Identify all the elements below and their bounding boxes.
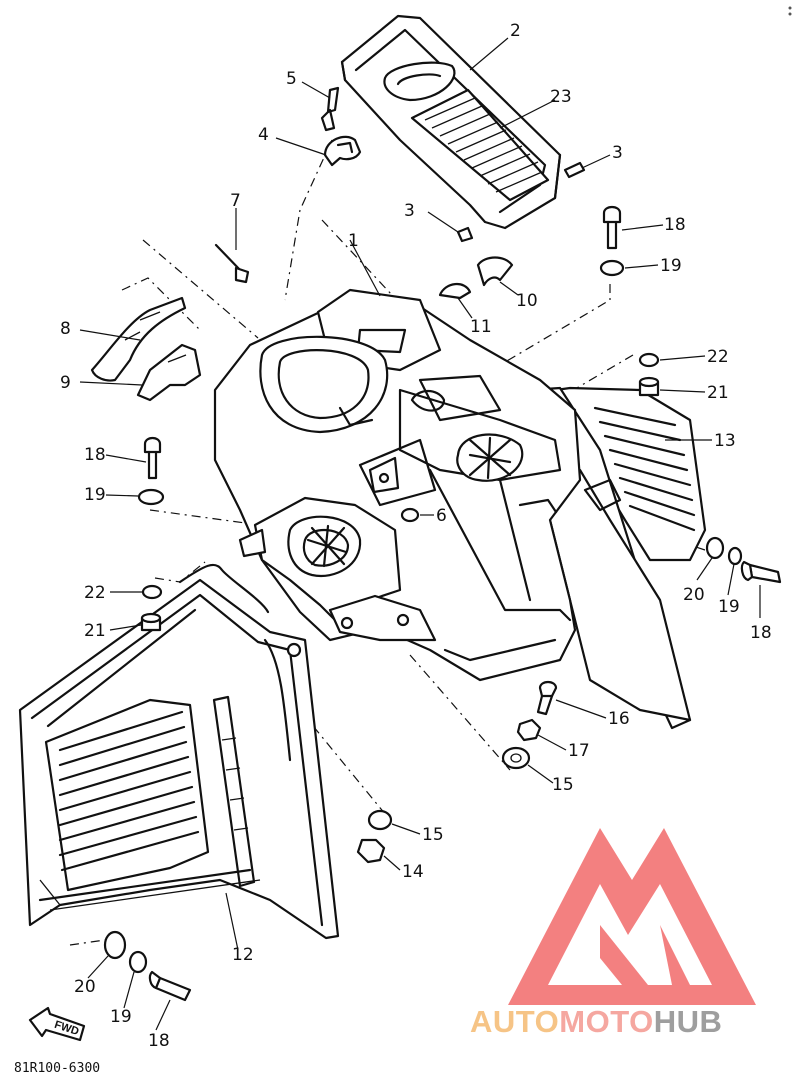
label-part-18-top: 18 [664, 215, 686, 235]
washer-part-15-mid [367, 809, 393, 831]
label-part-1: 1 [348, 231, 359, 251]
label-part-14: 14 [402, 862, 424, 882]
label-part-20-bottom: 20 [74, 977, 96, 997]
leader-lines [79, 37, 761, 1031]
fwd-arrow: FWD [28, 1006, 86, 1042]
nut-part-17 [516, 718, 542, 742]
watermark-text: AUTOMOTOHUB [470, 1004, 722, 1039]
label-part-15-lower: 15 [552, 775, 574, 795]
lower-bracket [238, 456, 437, 642]
label-part-6: 6 [436, 506, 447, 526]
label-part-19-bottom: 19 [110, 1007, 132, 1027]
washer-part-19-right [727, 546, 743, 566]
bolt-part-18-left [143, 436, 162, 480]
label-part-16: 16 [608, 709, 630, 729]
washer-part-20-right [705, 536, 725, 560]
bracket-part-8 [136, 343, 202, 402]
label-part-4: 4 [258, 125, 269, 145]
label-part-9: 7 [230, 191, 241, 211]
nut-part-6 [400, 507, 420, 523]
label-part-13: 13 [714, 431, 736, 451]
grommet-part-21-left [140, 612, 162, 632]
label-part-21-left: 21 [84, 621, 106, 641]
label-part-7: 8 [60, 319, 71, 339]
label-part-19-top: 19 [660, 256, 682, 276]
svg-text:AUTOMOTOHUB: AUTOMOTOHUB [470, 1004, 722, 1039]
bolt-part-18-right [740, 560, 782, 584]
part-labels: 2 23 3 3 5 4 7 1 18 19 10 11 8 9 22 21 1… [60, 21, 772, 1051]
watermark-logo [508, 828, 756, 1005]
bolt-part-16 [536, 680, 558, 716]
lower-left-panel [18, 578, 340, 940]
label-part-11: 11 [470, 317, 492, 337]
cap-part-11 [438, 283, 472, 300]
top-cover-part-2 [340, 14, 562, 230]
drawing-code: 81R100-6300 [14, 1061, 100, 1076]
pin-part-3-left [456, 226, 474, 243]
watermark-auto: AUTO [470, 1004, 559, 1039]
rivet-part-9 [214, 243, 250, 284]
label-part-22-right: 22 [707, 347, 729, 367]
corner-marks [788, 6, 792, 16]
label-part-5: 5 [286, 69, 297, 89]
bolt-part-18-bottom [148, 970, 192, 1002]
label-part-17: 17 [568, 741, 590, 761]
label-part-21-right: 21 [707, 383, 729, 403]
nut-part-14 [356, 838, 386, 864]
washer-part-19-top [599, 259, 625, 277]
cap-part-10 [476, 256, 514, 287]
label-part-19-left: 19 [84, 485, 106, 505]
right-panel-louvres [593, 406, 696, 532]
label-part-18-bottom: 18 [148, 1031, 170, 1051]
clip-part-4 [323, 135, 362, 167]
label-part-10: 10 [516, 291, 538, 311]
label-part-19-right: 19 [718, 597, 740, 617]
label-part-12: 12 [232, 945, 254, 965]
label-part-15-mid: 15 [422, 825, 444, 845]
washer-part-15-lower [501, 746, 531, 770]
left-panel-louvres [58, 710, 200, 872]
watermark-hub: HUB [654, 1004, 723, 1039]
label-part-23: 23 [550, 87, 572, 107]
label-part-3-left: 3 [404, 201, 415, 221]
cable [178, 563, 270, 614]
label-part-8: 9 [60, 373, 71, 393]
label-part-3-right: 3 [612, 143, 623, 163]
bolt-part-18-top [602, 205, 622, 250]
cap-part-22-left [141, 584, 163, 600]
label-part-2: 2 [510, 21, 521, 41]
pin-part-3-right [563, 161, 586, 179]
label-part-18-left: 18 [84, 445, 106, 465]
washer-part-19-left [137, 488, 165, 506]
screw-part-5 [320, 86, 340, 132]
grommet-part-21-right [638, 376, 660, 397]
washer-part-20-bottom [103, 930, 127, 960]
label-part-18-right: 18 [750, 623, 772, 643]
washer-part-19-bottom [128, 950, 148, 974]
cap-part-22-right [638, 352, 660, 368]
label-part-20-right: 20 [683, 585, 705, 605]
label-part-22-left: 22 [84, 583, 106, 603]
watermark-moto: MOTO [559, 1004, 653, 1039]
